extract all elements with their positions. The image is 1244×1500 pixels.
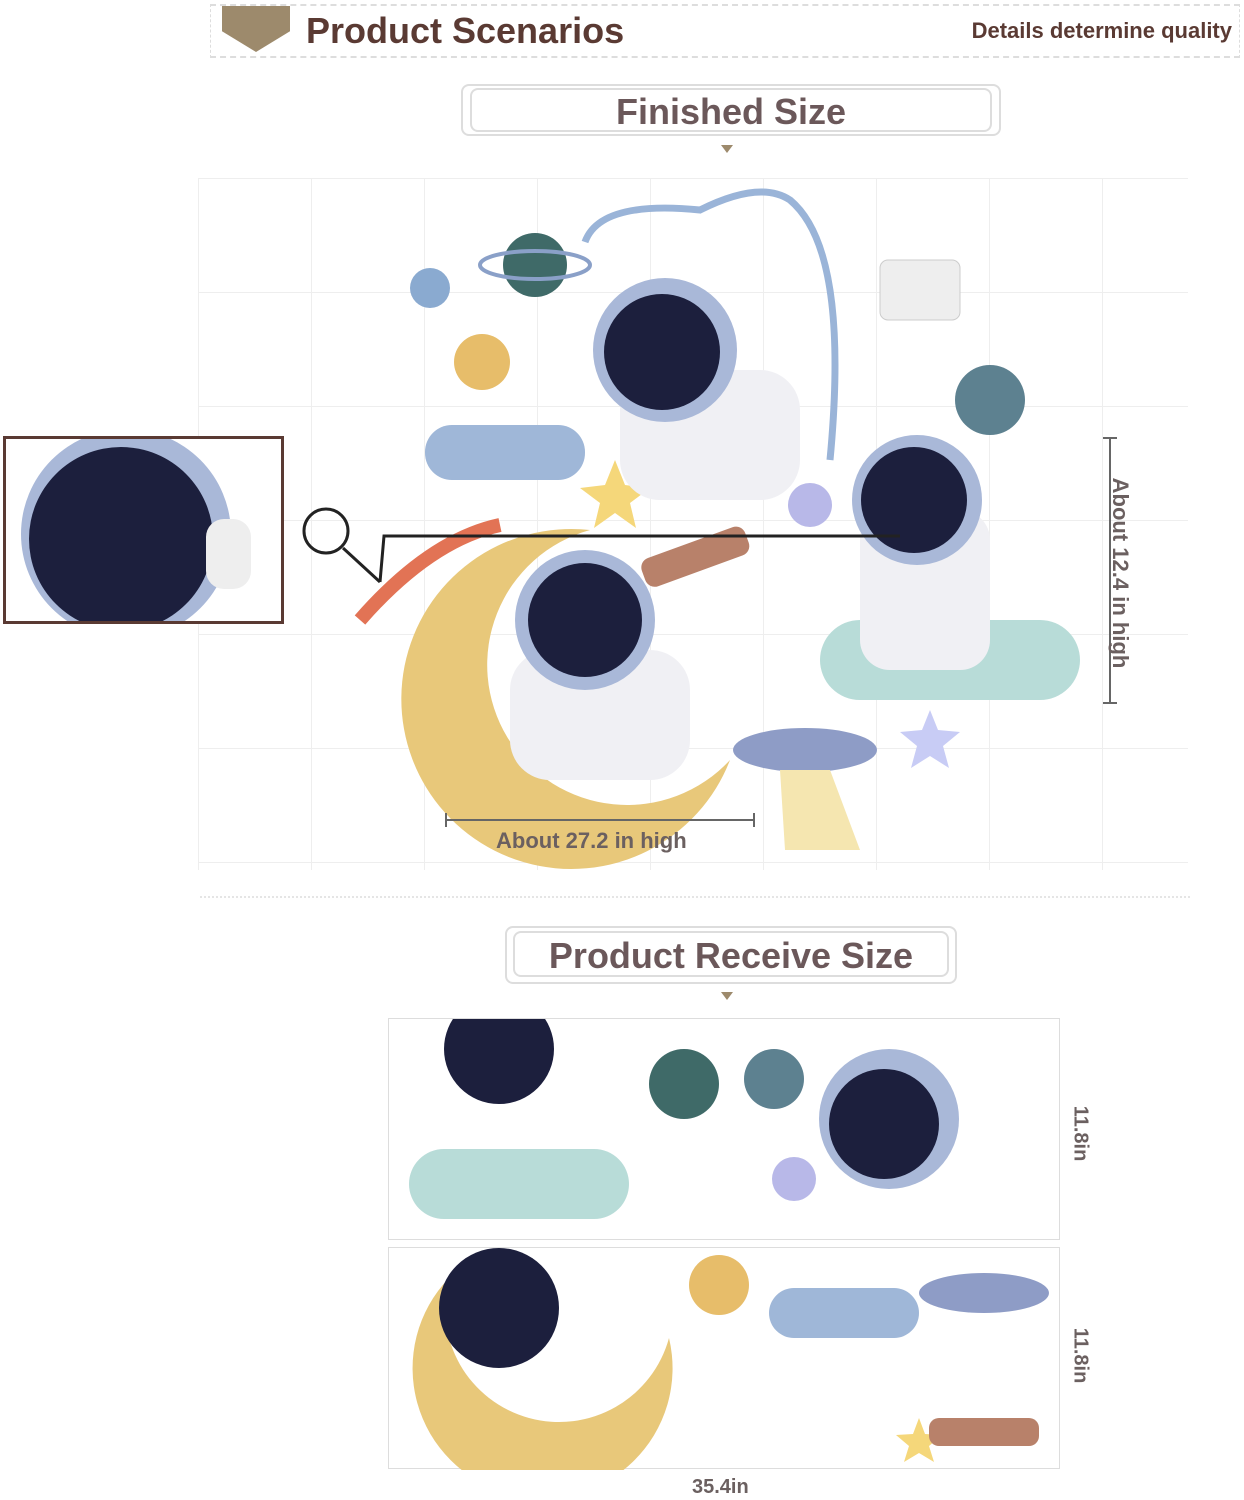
finished-size-title: Finished Size (470, 88, 992, 132)
ringed-planet (503, 233, 567, 297)
width-label: About 27.2 in high (496, 828, 687, 853)
tether (581, 188, 839, 461)
satellite (879, 259, 961, 321)
planet-small (410, 268, 450, 308)
star-purple (900, 710, 960, 768)
ufo (733, 728, 877, 772)
sticker-sheet-2 (388, 1247, 1060, 1499)
zoom-detail-box (3, 436, 284, 624)
tagline: Details determine quality (971, 18, 1232, 43)
sticker-sheet-1 (388, 994, 1060, 1240)
astronaut-rocket (820, 435, 1080, 700)
receive-size-title: Product Receive Size (513, 931, 949, 977)
height-dimension-line (1103, 437, 1117, 704)
planet-purple (788, 483, 832, 527)
title-frame-2 (505, 926, 957, 984)
down-arrow-icon (721, 992, 733, 1000)
section-header (210, 4, 1240, 58)
title-frame (461, 84, 1001, 136)
comet (354, 518, 502, 625)
sheet2-height-label: 11.8in (1069, 1327, 1092, 1384)
star (580, 460, 650, 528)
width-dimension-line (445, 813, 755, 827)
height-label: About 12.4 in high (1108, 477, 1133, 669)
moon-crescent (401, 528, 730, 869)
finished-illustration (302, 188, 1117, 869)
section-title: Product Scenarios (306, 10, 625, 51)
astronaut-moon (510, 526, 750, 780)
astronaut-floating (593, 278, 800, 500)
divider (200, 896, 1190, 898)
earth-planet (955, 365, 1025, 435)
moon-small (454, 334, 510, 390)
rocket-ship (425, 425, 585, 480)
sheet-width-label: 35.4in (692, 1476, 749, 1498)
magnifier-icon (302, 507, 900, 584)
down-arrow-icon (721, 145, 733, 153)
sheet1-height-label: 11.8in (1069, 1105, 1092, 1162)
